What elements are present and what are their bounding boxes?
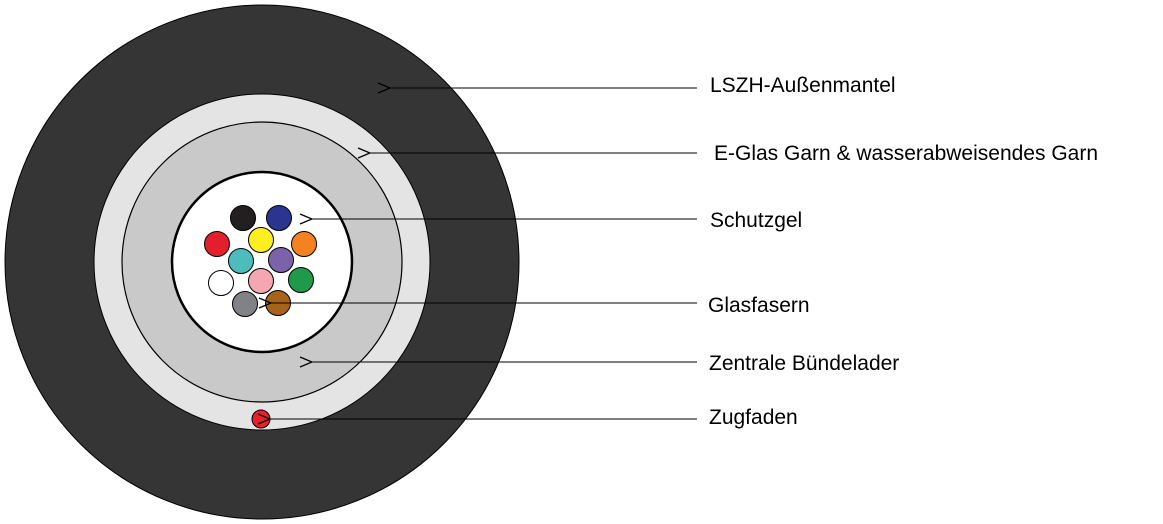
label-fibers: Glasfasern bbox=[708, 294, 810, 317]
label-ripcord: Zugfaden bbox=[709, 406, 798, 429]
fiber-red bbox=[204, 231, 230, 257]
fiber-rose bbox=[248, 268, 274, 294]
protective-gel bbox=[170, 170, 354, 354]
fiber-green bbox=[288, 267, 314, 293]
fiber-yellow bbox=[248, 227, 274, 253]
fiber-blue bbox=[266, 205, 292, 231]
label-gel: Schutzgel bbox=[710, 209, 802, 232]
fiber-gray bbox=[232, 291, 258, 317]
fiber-white bbox=[208, 270, 234, 296]
ripcord bbox=[251, 409, 271, 429]
callouts bbox=[270, 88, 697, 419]
optical-fibers bbox=[204, 205, 317, 317]
label-outer-sheath: LSZH-Außenmantel bbox=[710, 74, 896, 97]
label-tube: Zentrale Bündelader bbox=[709, 352, 899, 375]
fiber-orange bbox=[291, 231, 317, 257]
fiber-black bbox=[230, 205, 256, 231]
fiber-turquoise bbox=[228, 248, 254, 274]
fiber-violet bbox=[268, 247, 294, 273]
label-yarn: E-Glas Garn & wasserabweisendes Garn bbox=[714, 142, 1098, 165]
